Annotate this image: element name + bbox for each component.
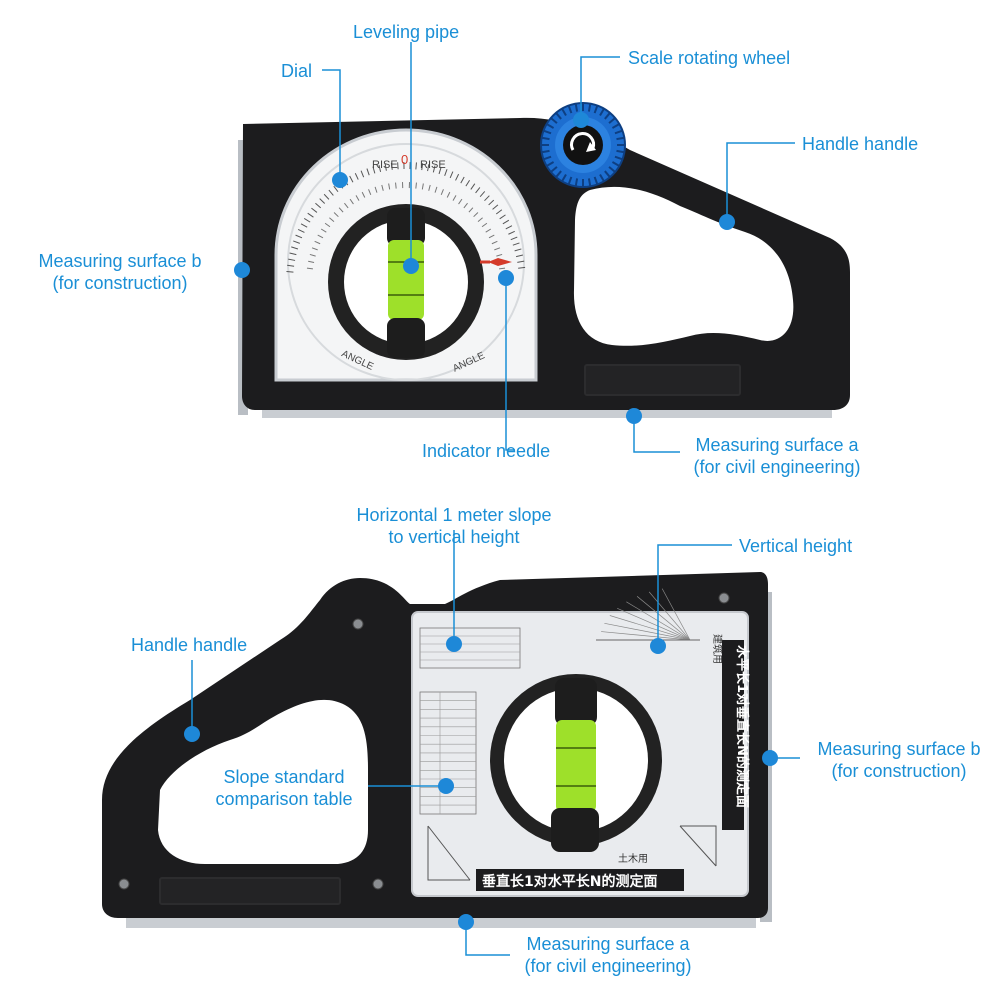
screw [719,593,729,603]
label-handle-top: Handle handle [802,133,918,155]
wheel-tooth [616,138,624,139]
label-dial: Dial [281,60,312,82]
marker-dial [332,172,348,188]
build-tag: 建筑用 [711,634,724,664]
screw [119,879,129,889]
label-slope-table-line2: comparison table [203,788,365,810]
marker-slope-table [438,778,454,794]
leveling-vial [388,240,424,320]
screw [373,879,383,889]
label-surface-b-bottom-line2: (for construction) [806,760,992,782]
marker-leveling-pipe [403,258,419,274]
label-surface-a-bottom-line2: (for civil engineering) [513,955,703,977]
label-horiz-slope-line1: Horizontal 1 meter slope [344,504,564,526]
label-surface-a-bottom-line1: Measuring surface a [513,933,703,955]
label-vertical-height: Vertical height [739,535,852,557]
label-surface-b-top-line2: (for construction) [28,272,212,294]
label-leveling-pipe: Leveling pipe [353,21,459,43]
rise-left: RISE [372,159,398,171]
label-slope-table: Slope standard comparison table [203,766,365,810]
panel-bottom-caption: 垂直长1对水平长N的测定面 [482,873,657,890]
panel-side-caption: 水平长1对垂直长N的测定面 [734,645,750,808]
label-indicator-needle: Indicator needle [422,440,550,462]
wheel-tooth [589,178,590,186]
dial-tick [416,162,417,169]
label-surface-b-top: Measuring surface b (for construction) [28,250,212,294]
wheel-tooth [616,151,624,152]
wheel-tooth [589,104,590,112]
screw [353,619,363,629]
dial-tick-inner [396,183,397,189]
wheel-tooth [542,151,550,152]
leader-surface-a-bottom [466,924,510,955]
leader-surface-a-top [634,416,680,452]
wheel-tooth [542,138,550,139]
marker-vertical-height [650,638,666,654]
plate-top [585,365,740,395]
dial-tick [286,272,293,273]
top-instrument: RISE RISE 0 ANGLE ANGLE [238,103,850,418]
marker-needle [498,270,514,286]
label-surface-b-bottom: Measuring surface b (for construction) [806,738,992,782]
label-scale-wheel: Scale rotating wheel [628,47,790,69]
marker-surface-a-top [626,408,642,424]
label-surface-a-bottom: Measuring surface a (for civil engineeri… [513,933,703,977]
vial-cap-bottom [387,318,425,358]
dial-zero: 0 [401,152,408,167]
vial2-cap-top [555,678,597,726]
rise-right: RISE [420,159,446,171]
marker-handle-bottom [184,726,200,742]
bottom-instrument: 垂直长1对水平长N的测定面 水平长1对垂直长N的测定面 土木用 建筑用 [102,572,772,928]
civil-tag: 土木用 [618,852,648,865]
marker-surface-b-top [234,262,250,278]
leveling-vial-2 [556,720,596,812]
vial2-cap-bottom [551,808,599,852]
wheel-tooth [576,104,577,112]
label-surface-a-top-line2: (for civil engineering) [684,456,870,478]
marker-surface-a-bottom [458,914,474,930]
label-slope-table-line1: Slope standard [203,766,365,788]
marker-handle-top [719,214,735,230]
label-horiz-slope-line2: to vertical height [344,526,564,548]
label-handle-bottom: Handle handle [131,634,247,656]
marker-horiz-slope [446,636,462,652]
dial-tick-inner [416,183,417,189]
label-surface-b-top-line1: Measuring surface b [28,250,212,272]
label-surface-a-top-line1: Measuring surface a [684,434,870,456]
label-horiz-slope: Horizontal 1 meter slope to vertical hei… [344,504,564,548]
marker-surface-b-bottom [762,750,778,766]
wheel-tooth [576,178,577,186]
marker-scale-wheel [573,112,589,128]
plate-bottom [160,878,340,904]
label-surface-b-bottom-line1: Measuring surface b [806,738,992,760]
label-surface-a-top: Measuring surface a (for civil engineeri… [684,434,870,478]
